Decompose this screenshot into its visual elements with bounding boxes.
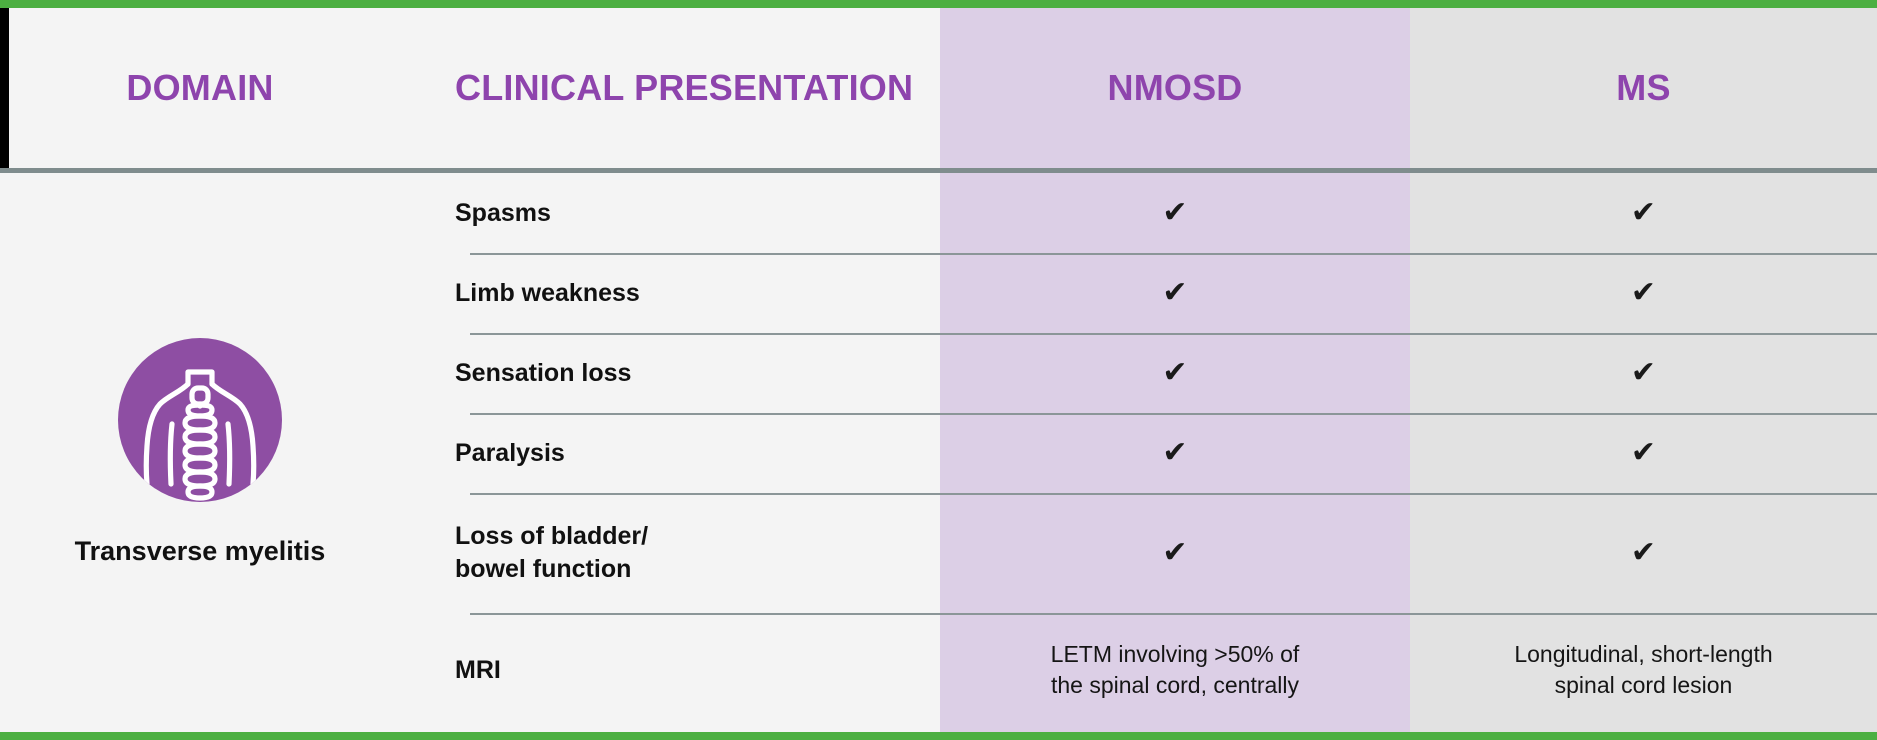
nmosd-column-background bbox=[940, 8, 1410, 732]
clinical-presentation-cell: Paralysis bbox=[400, 413, 940, 493]
ms-value-cell: ✔ bbox=[1410, 253, 1877, 333]
presentation-label: Loss of bladder/ bowel function bbox=[455, 520, 648, 586]
nmosd-value-cell: ✔ bbox=[940, 493, 1410, 613]
check-icon: ✔ bbox=[1162, 356, 1188, 389]
ms-column-background bbox=[1410, 8, 1877, 732]
clinical-presentation-cell: Sensation loss bbox=[400, 333, 940, 413]
nmosd-mri-line-1: LETM involving >50% of bbox=[1050, 640, 1300, 667]
check-icon: ✔ bbox=[1630, 436, 1657, 469]
table-row: Spasms ✔ ✔ bbox=[0, 173, 1877, 253]
column-header-ms: MS bbox=[1616, 66, 1671, 108]
table-body: Spasms ✔ ✔ Limb weakness ✔ ✔ Sen bbox=[0, 173, 1877, 732]
domain-spacer-cell bbox=[0, 413, 400, 493]
ms-value-cell: ✔ bbox=[1410, 173, 1877, 253]
nmosd-value-cell: ✔ bbox=[940, 253, 1410, 333]
check-icon: ✔ bbox=[1162, 196, 1188, 229]
table-row: MRI LETM involving >50% of the spinal co… bbox=[0, 613, 1877, 727]
ms-value-cell: ✔ bbox=[1410, 413, 1877, 493]
nmosd-value-cell: ✔ bbox=[940, 413, 1410, 493]
domain-spacer-cell bbox=[0, 253, 400, 333]
domain-spacer-cell bbox=[0, 613, 400, 727]
check-icon: ✔ bbox=[1630, 196, 1657, 229]
ms-value-cell: ✔ bbox=[1410, 493, 1877, 613]
column-header-clinical-presentation: CLINICAL PRESENTATION bbox=[455, 66, 914, 108]
presentation-label-line-2: bowel function bbox=[455, 555, 632, 583]
presentation-label: Sensation loss bbox=[455, 358, 632, 387]
presentation-label: Limb weakness bbox=[455, 278, 640, 307]
clinical-presentation-cell: MRI bbox=[400, 613, 940, 727]
check-icon: ✔ bbox=[1630, 356, 1657, 389]
domain-spacer-cell bbox=[0, 173, 400, 253]
ms-value-cell: Longitudinal, short-length spinal cord l… bbox=[1410, 613, 1877, 727]
check-icon: ✔ bbox=[1162, 436, 1188, 469]
header-accent-bar bbox=[0, 8, 9, 168]
clinical-presentation-cell: Spasms bbox=[400, 173, 940, 253]
table-row: Sensation loss ✔ ✔ bbox=[0, 333, 1877, 413]
presentation-label-line-1: Loss of bladder/ bbox=[455, 522, 649, 550]
presentation-label: Spasms bbox=[455, 198, 551, 227]
check-icon: ✔ bbox=[1630, 276, 1657, 309]
presentation-label: MRI bbox=[455, 655, 501, 684]
clinical-presentation-cell: Loss of bladder/ bowel function bbox=[400, 493, 940, 613]
column-header-nmosd: NMOSD bbox=[1107, 66, 1243, 108]
nmosd-value-cell: ✔ bbox=[940, 173, 1410, 253]
nmosd-value-cell: LETM involving >50% of the spinal cord, … bbox=[940, 613, 1410, 727]
column-header-domain: DOMAIN bbox=[126, 66, 274, 108]
check-icon: ✔ bbox=[1162, 276, 1188, 309]
table-row: Limb weakness ✔ ✔ bbox=[0, 253, 1877, 333]
table-row: Loss of bladder/ bowel function ✔ ✔ bbox=[0, 493, 1877, 613]
domain-spacer-cell bbox=[0, 333, 400, 413]
clinical-presentation-cell: Limb weakness bbox=[400, 253, 940, 333]
header-separator bbox=[0, 168, 1877, 173]
check-icon: ✔ bbox=[1630, 536, 1657, 569]
table-row: Paralysis ✔ ✔ bbox=[0, 413, 1877, 493]
nmosd-value-cell: ✔ bbox=[940, 333, 1410, 413]
ms-mri-line-1: Longitudinal, short-length bbox=[1514, 640, 1773, 667]
nmosd-mri-line-2: the spinal cord, centrally bbox=[1050, 672, 1299, 698]
presentation-label: Paralysis bbox=[455, 438, 565, 467]
ms-value-cell: ✔ bbox=[1410, 333, 1877, 413]
ms-mri-description: Longitudinal, short-length spinal cord l… bbox=[1514, 639, 1772, 701]
ms-mri-line-2: spinal cord lesion bbox=[1554, 672, 1733, 698]
domain-spacer-cell bbox=[0, 493, 400, 613]
table-header-row: DOMAIN CLINICAL PRESENTATION NMOSD MS bbox=[0, 8, 1877, 168]
nmosd-mri-description: LETM involving >50% of the spinal cord, … bbox=[1051, 639, 1300, 701]
check-icon: ✔ bbox=[1162, 536, 1188, 569]
